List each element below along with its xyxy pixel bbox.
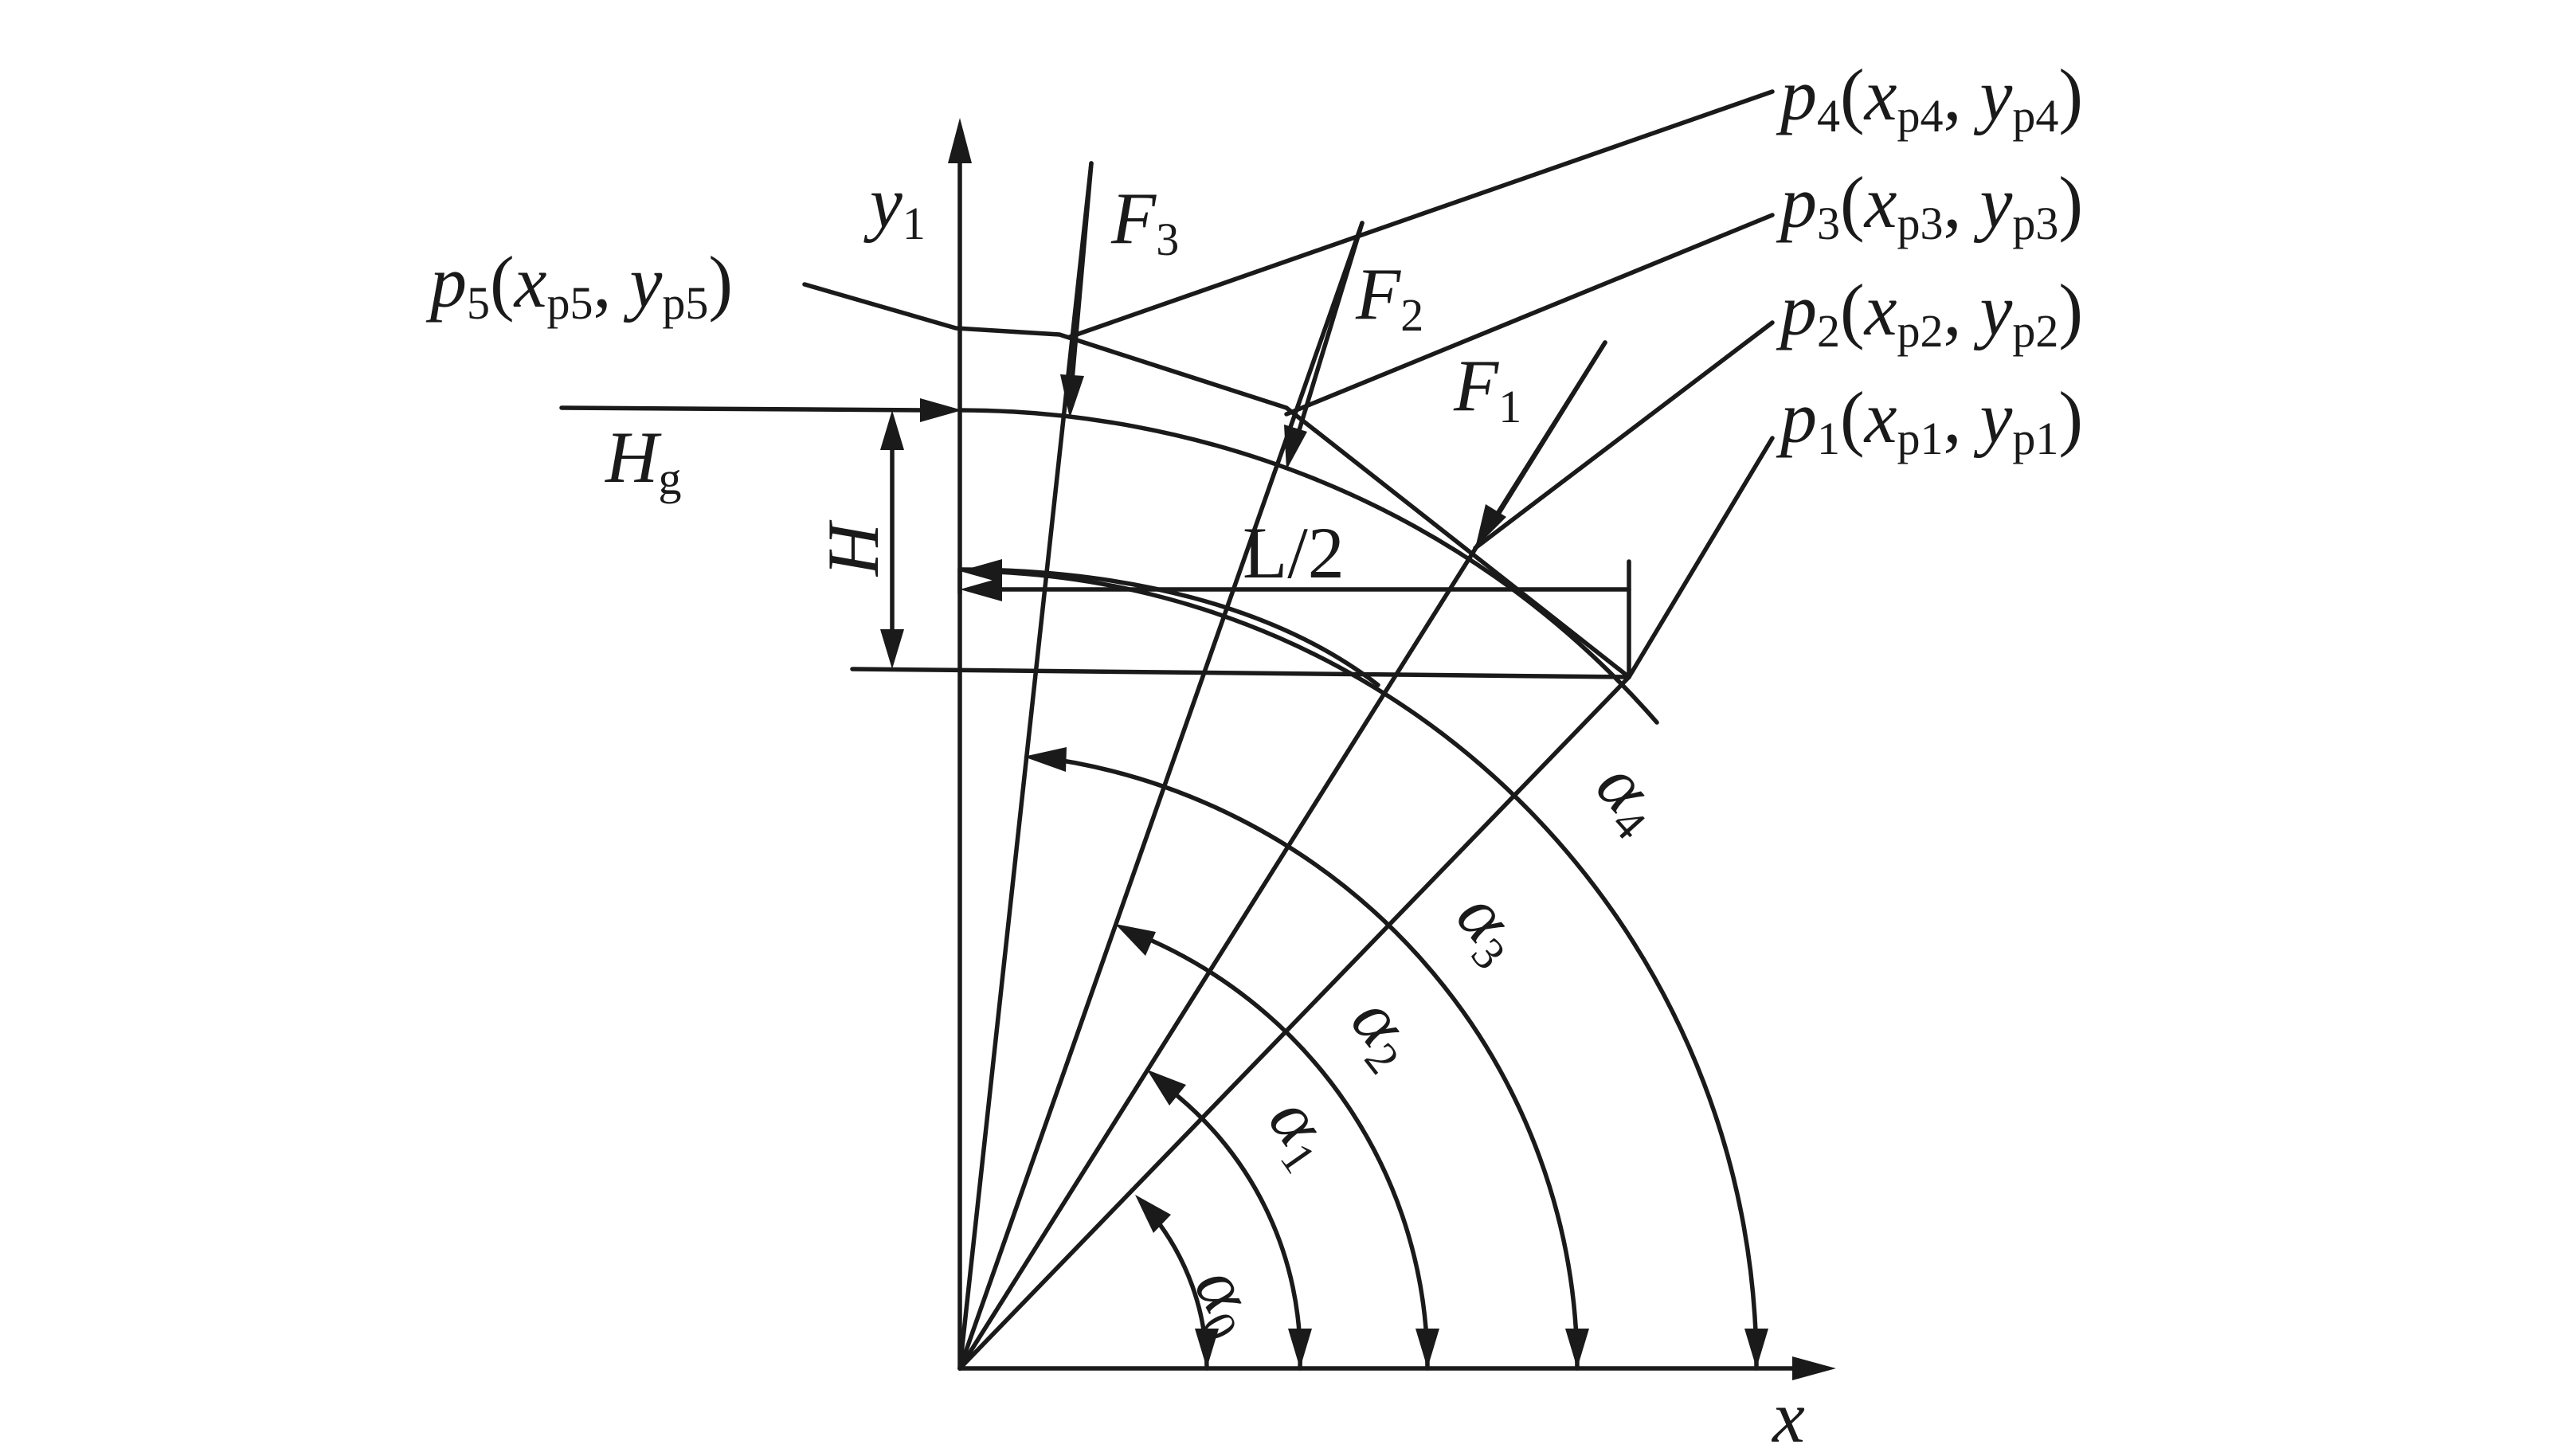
- angle-alpha4-arrow-bottom: [1744, 1329, 1768, 1368]
- force-label-F2: F2: [1355, 253, 1423, 341]
- angle-alpha4-arrow-top: [960, 559, 1002, 583]
- h-dim-arrow-bottom: [880, 629, 904, 669]
- y-axis-arrowhead: [948, 118, 972, 163]
- l2-arrow-left: [960, 577, 1002, 601]
- angle-label-alpha4: α4: [1576, 745, 1682, 849]
- p4-leader: [1067, 89, 1775, 339]
- force-label-F1: F1: [1453, 345, 1521, 432]
- point-label-p4: p4(xp4, yp4): [1776, 54, 2083, 142]
- angle-label-alpha0: α0: [1173, 1254, 1279, 1349]
- height-label: H: [812, 519, 894, 577]
- point-label-p5: p5(xp5, yp5): [425, 241, 733, 329]
- force-F1-arrowhead: [1475, 504, 1506, 548]
- angle-label-alpha3: α3: [1437, 875, 1544, 979]
- force-line-F2: [1294, 221, 1365, 440]
- x-axis-label: x: [1771, 1376, 1805, 1456]
- reference-arc: [957, 567, 1380, 687]
- shell-arc: [957, 408, 1659, 725]
- hg-arrowhead: [920, 398, 962, 422]
- h-dim-arrow-top: [880, 410, 904, 450]
- hg-label: Hg: [605, 417, 681, 504]
- radial-line-alpha3: [957, 161, 1094, 1371]
- angle-arc-alpha4: [993, 569, 1759, 1371]
- force-F3-arrowhead: [1060, 374, 1084, 418]
- point-label-p3: p3(xp3, yp3): [1776, 162, 2083, 249]
- x-axis-arrowhead: [1792, 1356, 1836, 1380]
- half-span-label: L/2: [1243, 512, 1345, 593]
- angle-alpha3-arrow-top: [1024, 747, 1067, 772]
- angle-alpha3-arrow-bottom: [1565, 1329, 1589, 1368]
- angle-alpha2-arrow-top: [1115, 924, 1156, 956]
- p3-leader: [1284, 213, 1775, 417]
- force-line-F3: [1069, 161, 1094, 391]
- force-label-F3: F3: [1110, 178, 1179, 265]
- angle-alpha1-arrow-bottom: [1288, 1329, 1312, 1368]
- angle-arc-alpha1: [1157, 1079, 1302, 1371]
- angle-alpha0-arrow-top: [1135, 1195, 1171, 1233]
- hg-leader-line: [559, 405, 930, 413]
- y-axis-label: y1: [863, 162, 926, 249]
- angle-alpha1-arrow-top: [1147, 1070, 1186, 1106]
- force-line-F1: [1491, 340, 1607, 524]
- radial-line-alpha0: [957, 675, 1631, 1371]
- force-F2-arrowhead: [1284, 425, 1307, 470]
- p5-leader: [802, 282, 1631, 679]
- angle-alpha2-arrow-bottom: [1415, 1329, 1439, 1368]
- angle-alpha0-arrow-bottom: [1195, 1329, 1219, 1368]
- angle-arc-alpha3: [1033, 754, 1580, 1371]
- p1-leader: [1627, 436, 1775, 679]
- point-label-p1: p1(xp1, yp1): [1776, 377, 2083, 464]
- angle-arc-alpha2: [1129, 930, 1430, 1371]
- h-base-line: [850, 667, 1631, 679]
- angle-label-alpha2: α2: [1331, 981, 1438, 1084]
- point-label-p2: p2(xp2, yp2): [1776, 269, 2083, 357]
- p2-leader: [1473, 320, 1775, 550]
